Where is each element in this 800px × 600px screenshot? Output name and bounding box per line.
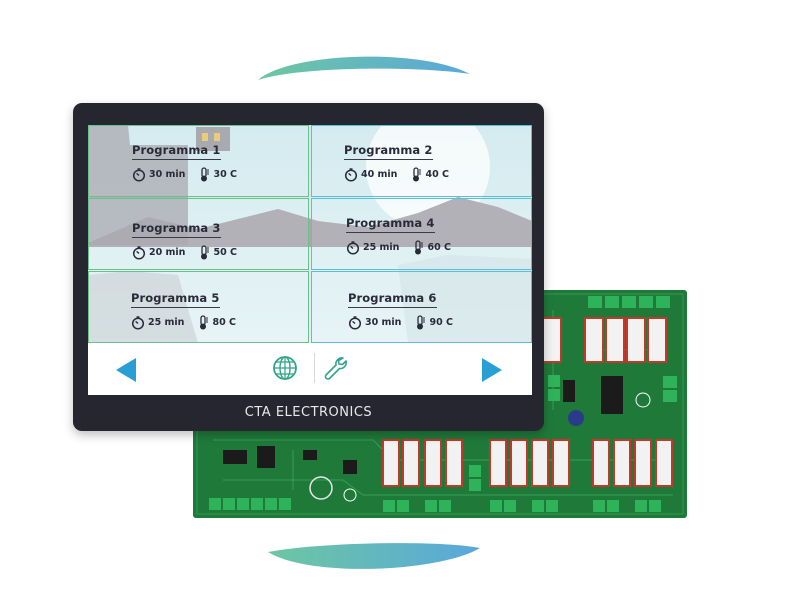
program-tile-5[interactable]: Programma 5 25 min 80 C [88,271,309,343]
program-duration: 20 min [149,247,186,258]
thermometer-icon [415,240,424,255]
thermometer-icon [413,167,422,182]
program-title: Programma 5 [131,291,220,308]
background-scenery [88,125,532,343]
stopwatch-icon [348,315,362,330]
globe-icon[interactable] [272,355,298,381]
brand-label: CTA ELECTRONICS [244,405,373,420]
program-title: Programma 6 [348,291,437,308]
wrench-icon[interactable] [322,355,348,381]
program-title: Programma 3 [132,221,221,238]
program-temperature: 60 C [427,242,451,253]
bottom-nav-bar [88,343,532,395]
program-temperature: 50 C [213,247,237,258]
thermometer-icon [201,167,210,182]
program-temperature: 80 C [212,317,236,328]
thermometer-icon [201,245,210,260]
stopwatch-icon [132,245,146,260]
program-tile-2[interactable]: Programma 2 40 min 40 C [311,125,532,197]
top-swoosh [258,56,470,80]
bar-divider [314,353,315,383]
program-tile-4[interactable]: Programma 4 25 min 60 C [311,198,532,270]
program-duration: 30 min [365,317,402,328]
thermometer-icon [200,315,209,330]
program-temperature: 30 C [213,169,237,180]
program-duration: 25 min [148,317,185,328]
program-duration: 30 min [149,169,186,180]
arrow-left-icon[interactable] [114,356,138,384]
program-tile-3[interactable]: Programma 3 20 min 50 C [88,198,309,270]
stopwatch-icon [344,167,358,182]
program-duration: 40 min [361,169,398,180]
bottom-relay-bank [382,439,673,487]
program-title: Programma 4 [346,216,435,233]
bottom-swoosh [268,543,480,569]
program-grid: Programma 1 30 min 30 C Programma 2 [88,125,532,343]
stopwatch-icon [132,167,146,182]
arrow-right-icon[interactable] [480,356,504,384]
program-temperature: 40 C [425,169,449,180]
program-title: Programma 2 [344,143,433,160]
touch-panel-device: Programma 1 30 min 30 C Programma 2 [73,103,544,431]
program-tile-6[interactable]: Programma 6 30 min 90 C [311,271,532,343]
program-temperature: 90 C [429,317,453,328]
stopwatch-icon [346,240,360,255]
program-duration: 25 min [363,242,400,253]
program-title: Programma 1 [132,143,221,160]
thermometer-icon [417,315,426,330]
stopwatch-icon [131,315,145,330]
touch-screen: Programma 1 30 min 30 C Programma 2 [88,125,532,395]
program-tile-1[interactable]: Programma 1 30 min 30 C [88,125,309,197]
